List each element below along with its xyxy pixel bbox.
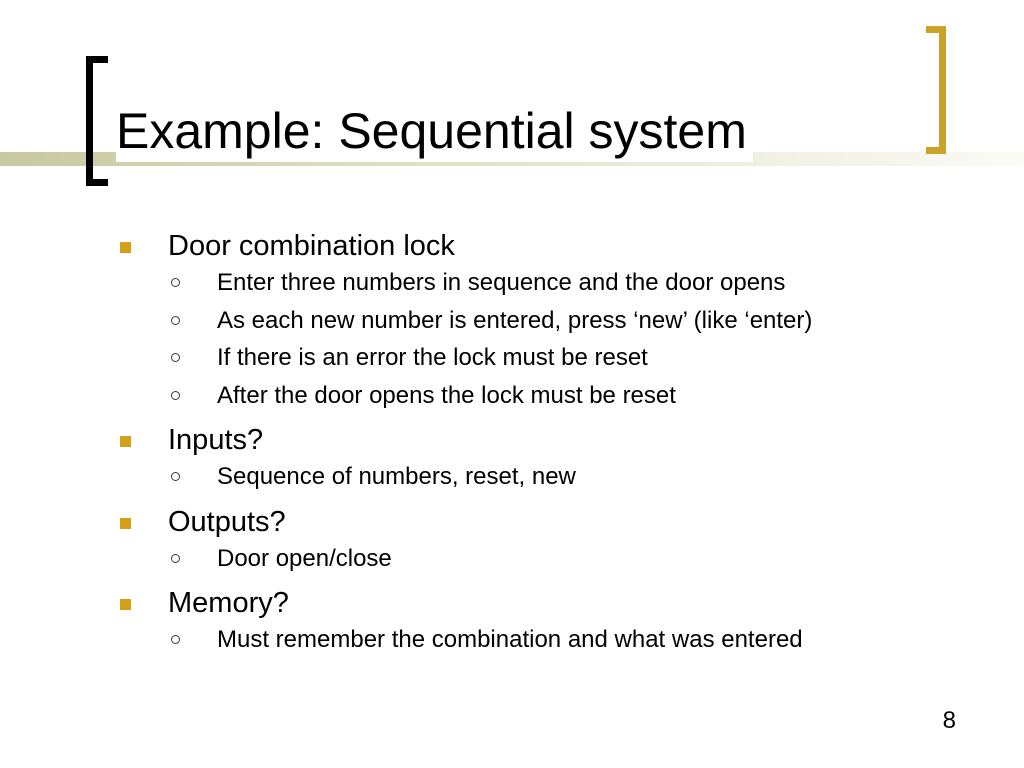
- bullet-item: Door combination lock: [118, 228, 978, 264]
- sub-bullet-item: Sequence of numbers, reset, new: [118, 458, 978, 496]
- square-bullet-icon: [120, 599, 131, 610]
- sub-bullet-item: Door open/close: [118, 540, 978, 578]
- sub-bullet-text: Enter three numbers in sequence and the …: [217, 269, 786, 296]
- bullet-text: Outputs?: [168, 505, 286, 538]
- sub-bullet-text: Door open/close: [217, 544, 392, 572]
- circle-bullet-icon: [171, 390, 180, 400]
- sub-bullet-text: As each new number is entered, press ‘ne…: [217, 306, 813, 334]
- bullet-text: Memory?: [168, 587, 289, 619]
- sub-bullet-text: Sequence of numbers, reset, new: [217, 463, 576, 490]
- circle-bullet-icon: [171, 553, 180, 563]
- sub-bullet-item: Enter three numbers in sequence and the …: [118, 264, 978, 302]
- sub-bullet-item: As each new number is entered, press ‘ne…: [118, 302, 978, 340]
- bullet-item: Outputs?: [118, 504, 978, 540]
- page-number: 8: [942, 707, 956, 734]
- sub-bullet-item: Must remember the combination and what w…: [118, 621, 978, 659]
- sub-bullet-text: After the door opens the lock must be re…: [217, 381, 676, 409]
- circle-bullet-icon: [171, 635, 180, 644]
- sub-bullet-item: If there is an error the lock must be re…: [118, 339, 978, 377]
- square-bullet-icon: [120, 436, 131, 447]
- sub-bullet-item: After the door opens the lock must be re…: [118, 377, 978, 415]
- bullet-text: Inputs?: [168, 424, 264, 456]
- circle-bullet-icon: [171, 472, 180, 481]
- right-bracket-decoration: [926, 26, 946, 154]
- circle-bullet-icon: [171, 353, 180, 362]
- bullet-text: Door combination lock: [168, 230, 455, 262]
- left-bracket-decoration: [86, 56, 108, 186]
- sub-bullet-text: Must remember the combination and what w…: [217, 626, 803, 653]
- circle-bullet-icon: [171, 278, 180, 287]
- bullet-item: Memory?: [118, 585, 978, 621]
- square-bullet-icon: [120, 517, 131, 529]
- slide-title: Example: Sequential system: [116, 100, 753, 162]
- bullet-item: Inputs?: [118, 422, 978, 458]
- circle-bullet-icon: [171, 315, 180, 325]
- square-bullet-icon: [120, 242, 131, 253]
- bullet-list: Door combination lock Enter three number…: [118, 228, 978, 659]
- sub-bullet-text: If there is an error the lock must be re…: [217, 344, 648, 371]
